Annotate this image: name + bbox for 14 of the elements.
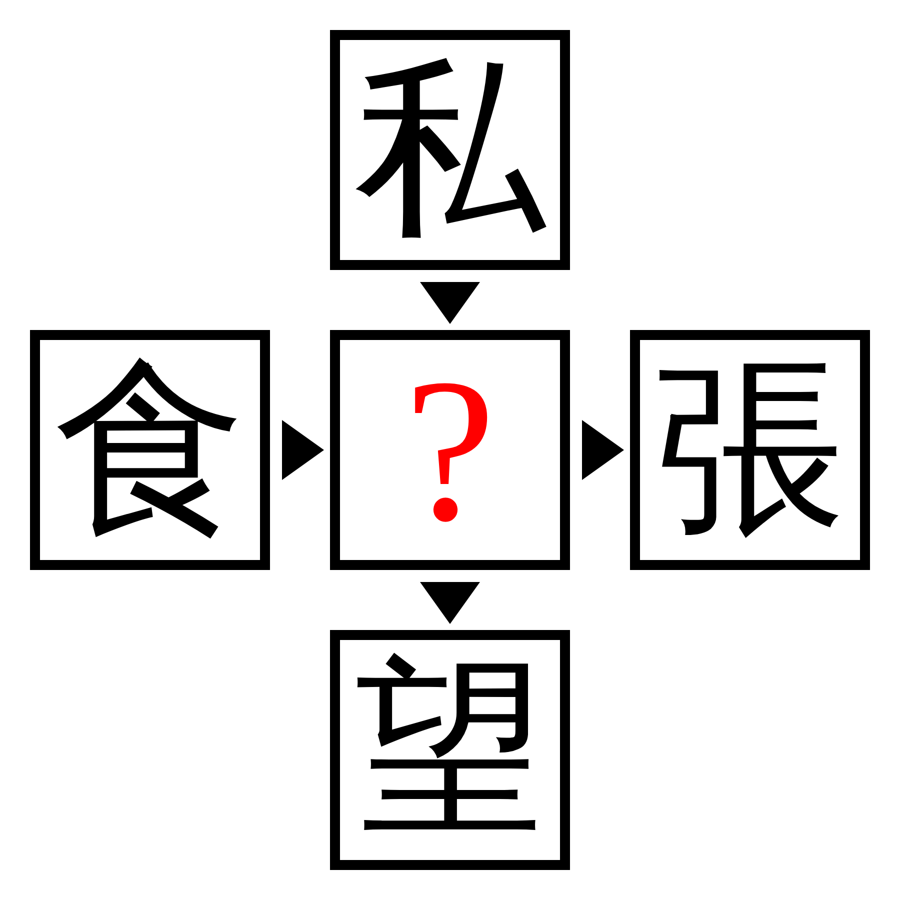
kanji-character: 張 xyxy=(654,354,846,546)
kanji-character: 望 xyxy=(354,654,546,846)
arrow xyxy=(282,420,324,480)
question-mark: ? xyxy=(404,348,496,552)
kanji-character: 私 xyxy=(354,54,546,246)
arrow xyxy=(420,582,480,624)
character-box xyxy=(330,630,570,870)
arrow xyxy=(420,282,480,324)
arrow xyxy=(582,420,624,480)
character-box xyxy=(30,330,270,570)
character-box xyxy=(330,330,570,570)
character-box xyxy=(630,330,870,570)
character-box xyxy=(330,30,570,270)
kanji-character: 食 xyxy=(54,354,246,546)
